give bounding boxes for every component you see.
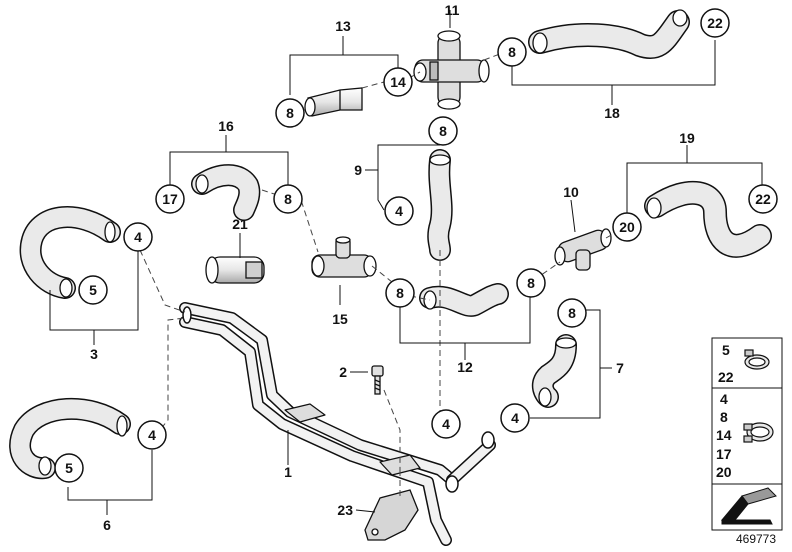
bracket-23-drawing (364, 489, 419, 541)
callout-4b: 4 (137, 420, 167, 450)
legend-item-14: 14 (716, 427, 732, 443)
callout-8e: 8 (385, 278, 415, 308)
bolt-drawing (371, 365, 384, 395)
label-12: 12 (457, 359, 473, 375)
svg-text:22: 22 (707, 15, 723, 31)
svg-text:5: 5 (89, 282, 97, 298)
callout-8f: 8 (516, 268, 546, 298)
hose-16-drawing (191, 164, 261, 221)
svg-text:17: 17 (162, 191, 178, 207)
sleeve-21-drawing (205, 256, 265, 284)
hose-12-drawing (419, 283, 509, 317)
hose-6-drawing (9, 397, 131, 480)
callout-22b: 22 (748, 184, 778, 214)
svg-text:14: 14 (390, 74, 406, 90)
pipe-assembly-drawing (179, 302, 496, 546)
hose-clamp-icon (744, 349, 770, 370)
callout-5a: 5 (78, 275, 108, 305)
callout-14: 14 (383, 67, 413, 97)
svg-text:22: 22 (755, 191, 771, 207)
callout-8d: 8 (273, 184, 303, 214)
svg-text:20: 20 (619, 219, 635, 235)
label-15: 15 (332, 311, 348, 327)
callout-5b: 5 (54, 453, 84, 483)
connector-10-drawing (554, 228, 612, 271)
legend-panel: 5 22 4 8 14 17 20 (711, 337, 783, 531)
svg-text:5: 5 (65, 460, 73, 476)
sleeve-13-drawing (304, 87, 363, 117)
callout-8b: 8 (497, 37, 527, 67)
svg-text:4: 4 (148, 427, 156, 443)
label-21: 21 (232, 216, 248, 232)
svg-text:8: 8 (396, 285, 404, 301)
svg-text:4: 4 (442, 416, 450, 432)
callout-8c: 8 (428, 116, 458, 146)
callout-20: 20 (612, 212, 642, 242)
hose-19-drawing (644, 180, 772, 258)
svg-text:8: 8 (568, 305, 576, 321)
hose-9-drawing (427, 149, 453, 261)
label-6: 6 (103, 517, 111, 533)
label-10: 10 (563, 184, 579, 200)
svg-text:4: 4 (511, 410, 519, 426)
callout-4c: 4 (384, 196, 414, 226)
label-13: 13 (335, 18, 351, 34)
legend-item-4: 4 (720, 391, 728, 407)
label-2: 2 (339, 364, 347, 380)
legend-item-5: 5 (722, 342, 730, 358)
callout-4e: 4 (431, 409, 461, 439)
callout-17: 17 (155, 184, 185, 214)
label-7: 7 (616, 360, 624, 376)
svg-text:8: 8 (286, 105, 294, 121)
callout-4a: 4 (123, 222, 153, 252)
connector-11-drawing (413, 30, 490, 110)
legend-item-8: 8 (720, 409, 728, 425)
label-23: 23 (337, 502, 353, 518)
legend-item-22: 22 (718, 369, 734, 385)
svg-text:8: 8 (527, 275, 535, 291)
leader-lines (49, 10, 763, 515)
reference-number: 469773 (736, 532, 776, 546)
svg-text:4: 4 (395, 203, 403, 219)
svg-text:8: 8 (439, 123, 447, 139)
svg-text:8: 8 (284, 191, 292, 207)
hose-3-drawing (19, 206, 121, 299)
spring-clamp-icon (743, 422, 774, 443)
callout-8a: 8 (275, 98, 305, 128)
hose-18-drawing (528, 9, 690, 59)
label-3: 3 (90, 346, 98, 362)
connector-15-drawing (311, 236, 377, 278)
svg-text:8: 8 (508, 44, 516, 60)
label-19: 19 (679, 130, 695, 146)
label-16: 16 (218, 118, 234, 134)
callout-8g: 8 (557, 298, 587, 328)
label-9: 9 (354, 162, 362, 178)
svg-text:4: 4 (134, 229, 142, 245)
label-18: 18 (604, 105, 620, 121)
hose-7-drawing (531, 334, 577, 408)
label-11: 11 (445, 2, 460, 18)
legend-item-20: 20 (716, 464, 732, 480)
legend-item-17: 17 (716, 446, 732, 462)
mounting-direction-icon (720, 487, 777, 525)
label-1: 1 (284, 464, 292, 480)
callout-4d: 4 (500, 403, 530, 433)
callout-22a: 22 (700, 8, 730, 38)
